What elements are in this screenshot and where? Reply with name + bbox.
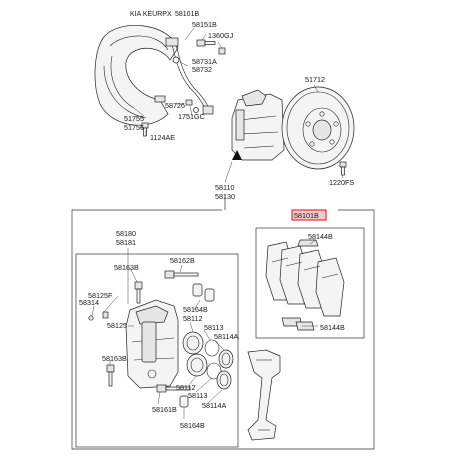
screw-1220FS [339, 161, 347, 176]
brake-disc [281, 86, 355, 170]
outer-frame [71, 209, 375, 450]
bleeder-1360GJ [218, 47, 226, 55]
bolt-58163B-top [134, 281, 143, 304]
seals [204, 339, 234, 390]
label-51755[interactable]: 51755 [124, 114, 144, 123]
header-brand: KIA KEURPX [130, 11, 172, 18]
label-58113-top[interactable]: 58113 [204, 323, 223, 332]
label-58163B-bottom[interactable]: 58163B [102, 354, 127, 363]
label-1360GJ[interactable]: 1360GJ [208, 31, 234, 40]
label-1220FS[interactable]: 1220FS [329, 178, 354, 187]
caliper-body [125, 299, 179, 389]
guide-bolt-top [164, 270, 199, 279]
label-51756[interactable]: 51756 [124, 123, 144, 132]
caliper-kit-frame [75, 253, 239, 448]
label-58726[interactable]: 58726 [165, 101, 185, 110]
label-58732[interactable]: 58732 [192, 65, 212, 74]
label-58114A-bottom[interactable]: 58114A [202, 401, 226, 410]
label-58162B[interactable]: 58162B [170, 256, 195, 265]
pistons [182, 331, 208, 377]
label-58161B[interactable]: 58161B [152, 405, 177, 414]
label-58112-top[interactable]: 58112 [183, 314, 202, 323]
label-51712[interactable]: 51712 [305, 75, 325, 84]
label-58164B-top[interactable]: 58164B [183, 305, 208, 314]
label-58125[interactable]: 58125 [107, 321, 127, 330]
label-58144B-top[interactable]: 58144B [308, 232, 333, 241]
label-58180[interactable]: 58180 [116, 229, 136, 238]
label-58164B-bottom[interactable]: 58164B [180, 421, 205, 430]
label-58144B-bottom[interactable]: 58144B [320, 323, 345, 332]
bolt-1124AE [141, 122, 149, 137]
label-58114A-top[interactable]: 58114A [214, 332, 238, 341]
bolt-58163B-bottom [106, 364, 115, 387]
pad-kit-frame [255, 227, 365, 339]
label-58101B[interactable]: 58101B [294, 211, 319, 220]
label-58163B-top[interactable]: 58163B [114, 263, 139, 272]
label-1751GC[interactable]: 1751GC [178, 112, 205, 121]
hose-bolt-58151B [196, 39, 216, 47]
cap-58314 [88, 315, 94, 321]
label-58125F[interactable]: 58125F [88, 291, 113, 300]
label-58314[interactable]: 58314 [79, 298, 99, 307]
bleeder-58125F [102, 311, 109, 319]
caliper-assembly-top [231, 89, 285, 161]
guide-bolt-bottom [156, 384, 191, 393]
brake-hose [165, 37, 214, 115]
header-ref-code: 58101B [175, 11, 199, 18]
label-58110[interactable]: 58110 [215, 183, 234, 192]
leader-lines [91, 27, 344, 419]
label-58731A[interactable]: 58731A [192, 57, 217, 66]
bushing-bottom [179, 395, 189, 408]
label-58130[interactable]: 58130 [215, 192, 235, 201]
label-58113-bottom[interactable]: 58113 [188, 391, 207, 400]
label-1124AE[interactable]: 1124AE [150, 133, 175, 142]
label-58181[interactable]: 58181 [116, 238, 136, 247]
pad-clip-top [297, 239, 319, 247]
highlight-box-58101B[interactable] [291, 209, 327, 221]
pad-clip-bottom [281, 317, 315, 331]
caliper-bracket [247, 349, 281, 441]
label-58151B[interactable]: 58151B [192, 20, 217, 29]
part-labels: 58151B 1360GJ 58731A 58732 58726 1751GC … [79, 20, 354, 430]
label-58112-bottom[interactable]: 58112 [176, 383, 195, 392]
dust-shield [94, 25, 179, 126]
brake-pads [265, 241, 345, 317]
bushings-top [192, 283, 215, 302]
bolt-1751GC [185, 99, 193, 106]
